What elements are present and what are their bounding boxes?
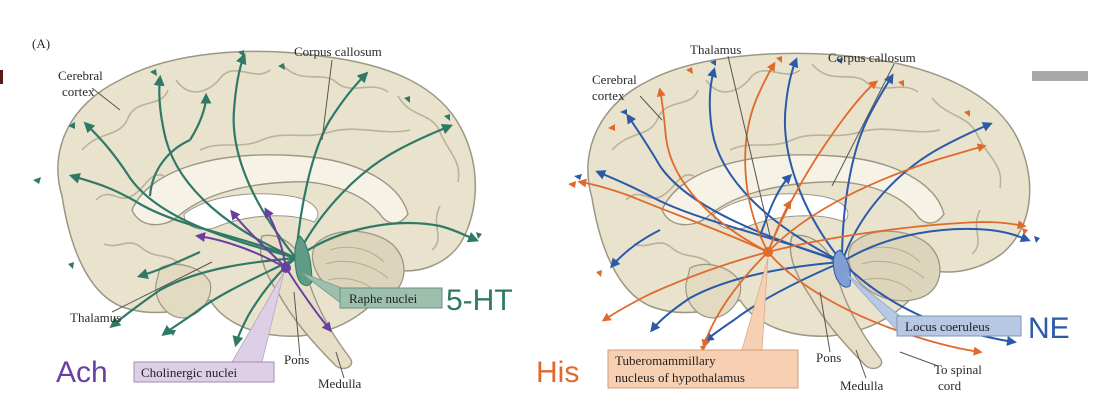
norepinephrine-projections <box>595 57 1031 346</box>
left-brain: Cerebral cortex Corpus callosum Thalamus… <box>33 44 513 391</box>
right-brain: Thalamus Corpus callosum Cerebral cortex… <box>536 42 1070 393</box>
norepinephrine-label: NE <box>1028 312 1070 345</box>
right-corpus-callosum-label: Corpus callosum <box>828 50 916 65</box>
cholinergic-nucleus-dot <box>281 263 291 273</box>
tuberomammillary-dot <box>763 247 773 257</box>
left-leader-lines <box>91 59 345 379</box>
right-leader-lines <box>639 55 939 379</box>
edge-mark-left <box>0 70 3 84</box>
histamine-label: His <box>536 356 579 389</box>
edge-bar-right <box>1032 71 1088 81</box>
tuberomammillary-box <box>607 349 799 389</box>
panel-label: (A) <box>32 36 50 51</box>
left-medulla-label: Medulla <box>318 376 362 391</box>
left-cerebral-label: Cerebral <box>58 68 103 83</box>
histamine-terminals <box>568 56 1028 352</box>
acetylcholine-projections <box>195 207 332 333</box>
acetylcholine-label: Ach <box>56 356 108 389</box>
raphe-nucleus-shape <box>294 235 313 286</box>
spinal-cord-label-1: To spinal <box>934 362 982 377</box>
left-corpus-callosum <box>131 154 409 226</box>
serotonin-projections <box>68 52 480 348</box>
left-gyri <box>81 63 460 267</box>
locus-coeruleus-label: Locus coeruleus <box>905 319 990 334</box>
tuberomammillary-label-2: nucleus of hypothalamus <box>615 370 745 385</box>
locus-coeruleus-shape <box>832 249 851 288</box>
spinal-cord-label-2: cord <box>938 378 962 393</box>
left-thalamus-label: Thalamus <box>70 310 121 325</box>
right-thalamus-label: Thalamus <box>690 42 741 57</box>
raphe-box <box>339 287 443 309</box>
right-pons-label: Pons <box>816 350 841 365</box>
serotonin-label: 5-HT <box>446 284 513 317</box>
raphe-box-label: Raphe nuclei <box>349 291 418 306</box>
cholinergic-box <box>133 361 275 383</box>
cholinergic-box-label: Cholinergic nuclei <box>141 365 238 380</box>
left-cortex-label: cortex <box>62 84 95 99</box>
locus-coeruleus-box <box>896 315 1022 337</box>
right-medulla-label: Medulla <box>840 378 884 393</box>
tuberomammillary-label-1: Tuberomammillary <box>615 353 716 368</box>
right-cortex-label: cortex <box>592 88 625 103</box>
left-corpus-callosum-label: Corpus callosum <box>294 44 382 59</box>
histamine-projections <box>577 61 1027 356</box>
right-corpus-callosum <box>661 154 945 226</box>
serotonin-terminals <box>33 50 482 336</box>
right-gyri <box>611 63 1002 267</box>
left-pons-label: Pons <box>284 352 309 367</box>
norepinephrine-terminals <box>574 58 1040 243</box>
right-cerebral-label: Cerebral <box>592 72 637 87</box>
